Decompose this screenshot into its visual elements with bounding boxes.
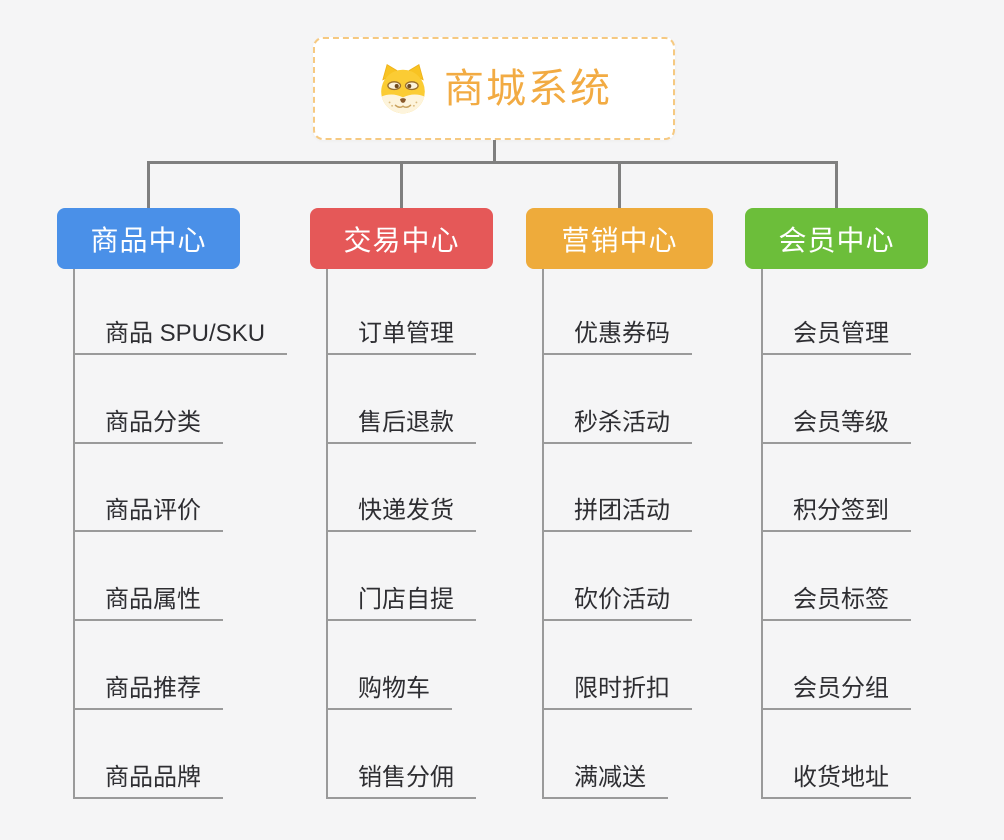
leaf-node[interactable]: 满减送 [542, 755, 668, 799]
branch-vline [542, 269, 544, 798]
leaf-node[interactable]: 优惠券码 [542, 311, 692, 355]
leaf-node[interactable]: 商品属性 [73, 577, 223, 622]
leaf-node[interactable]: 销售分佣 [326, 755, 476, 799]
leaf-node[interactable]: 商品推荐 [73, 666, 223, 710]
leaf-node[interactable]: 限时折扣 [542, 666, 692, 710]
branch-vline [73, 269, 75, 798]
leaf-node[interactable]: 商品评价 [73, 488, 223, 533]
root-title: 商城系统 [444, 66, 612, 111]
leaf-node[interactable]: 会员分组 [761, 666, 911, 710]
doge-icon [376, 63, 430, 115]
branch-drop-line [618, 161, 621, 208]
branch-drop-line [147, 161, 150, 208]
leaf-node[interactable]: 商品 SPU/SKU [73, 311, 288, 355]
branch-drop-line [400, 161, 403, 208]
leaf-node[interactable]: 商品分类 [73, 400, 223, 444]
branch-vline [326, 269, 328, 798]
leaf-node[interactable]: 会员标签 [761, 577, 911, 622]
leaf-node[interactable]: 售后退款 [326, 400, 476, 444]
leaf-node[interactable]: 订单管理 [326, 311, 476, 355]
root-stem-line [492, 140, 496, 164]
branch-box-marketing-center[interactable]: 营销中心 [526, 208, 713, 269]
branch-box-member-center[interactable]: 会员中心 [745, 208, 928, 269]
leaf-node[interactable]: 会员等级 [761, 400, 911, 444]
leaf-node[interactable]: 购物车 [326, 666, 452, 710]
branch-drop-line [835, 161, 838, 208]
leaf-node[interactable]: 收货地址 [761, 755, 911, 799]
leaf-node[interactable]: 积分签到 [761, 488, 911, 533]
leaf-node[interactable]: 会员管理 [761, 311, 911, 355]
root-node[interactable]: 商城系统 [313, 37, 675, 140]
branch-box-trade-center[interactable]: 交易中心 [310, 208, 493, 269]
leaf-node[interactable]: 快递发货 [326, 488, 476, 533]
branch-box-product-center[interactable]: 商品中心 [57, 208, 240, 269]
branch-vline [761, 269, 763, 798]
leaf-node[interactable]: 砍价活动 [542, 577, 692, 622]
leaf-node[interactable]: 秒杀活动 [542, 400, 692, 444]
leaf-node[interactable]: 商品品牌 [73, 755, 223, 799]
leaf-node[interactable]: 拼团活动 [542, 488, 692, 533]
leaf-node[interactable]: 门店自提 [326, 577, 476, 622]
bus-line [147, 161, 838, 164]
